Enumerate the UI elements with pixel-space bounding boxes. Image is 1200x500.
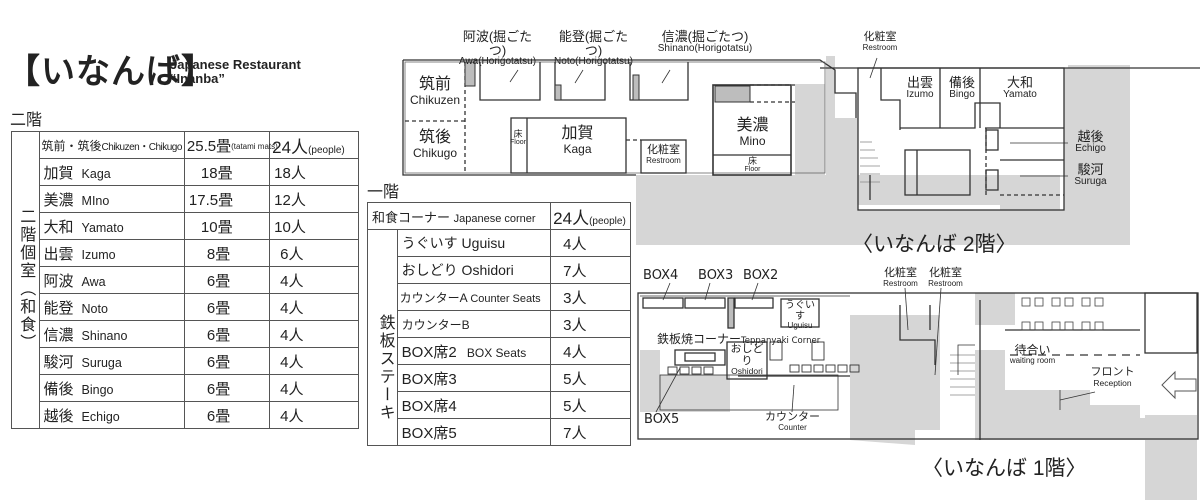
floor2-heading: 二階 xyxy=(10,110,43,129)
entrance-arrow-icon xyxy=(1161,370,1197,400)
box4-label: BOX4 xyxy=(643,268,679,283)
box5-label: BOX5 xyxy=(644,412,680,427)
room-label-awa: 阿波(掘ごたつ)Awa(Horigotatsu) xyxy=(458,29,537,68)
teppanyaki-label: 鉄板焼コーナーTeppanyaki Corner xyxy=(657,332,821,346)
box3-label: BOX3 xyxy=(698,268,734,283)
room-label-noto: 能登(掘ごたつ)Noto(Horigotatsu) xyxy=(554,29,633,68)
room-label-shinano: 信濃(掘ごたつ)Shinano(Horigotatsu) xyxy=(657,29,753,54)
table-row: 和食コーナー Japanese corner 24人(people) xyxy=(366,202,631,230)
floor2-caption: 〈いなんば 2階〉 xyxy=(852,233,1017,256)
restaurant-title-en: Japanese Restaurant “Inanba” xyxy=(170,58,301,86)
floor2-side-label: 二階個室（和食） xyxy=(11,131,40,429)
cell-people: 24人(people) xyxy=(269,131,359,159)
cell-mats: 25.5畳(tatami mats) xyxy=(183,131,278,159)
title-en-line2: “Inanba” xyxy=(170,71,225,86)
box2-label: BOX2 xyxy=(743,268,779,283)
restaurant-title-jp: 【いなんば】 xyxy=(6,52,216,92)
floor1-caption: 〈いなんば 1階〉 xyxy=(922,457,1087,480)
table-row: 二階個室（和食） 筑前・筑後Chikuzen・Chikugo 25.5畳(tat… xyxy=(11,131,359,429)
floor1-heading: 一階 xyxy=(367,182,400,201)
floor2-room-table: 二階個室（和食） 筑前・筑後Chikuzen・Chikugo 25.5畳(tat… xyxy=(11,131,359,429)
title-en-line1: Japanese Restaurant xyxy=(170,57,301,72)
floor1-seat-table: 和食コーナー Japanese corner 24人(people) 鉄板ステー… xyxy=(366,202,631,446)
